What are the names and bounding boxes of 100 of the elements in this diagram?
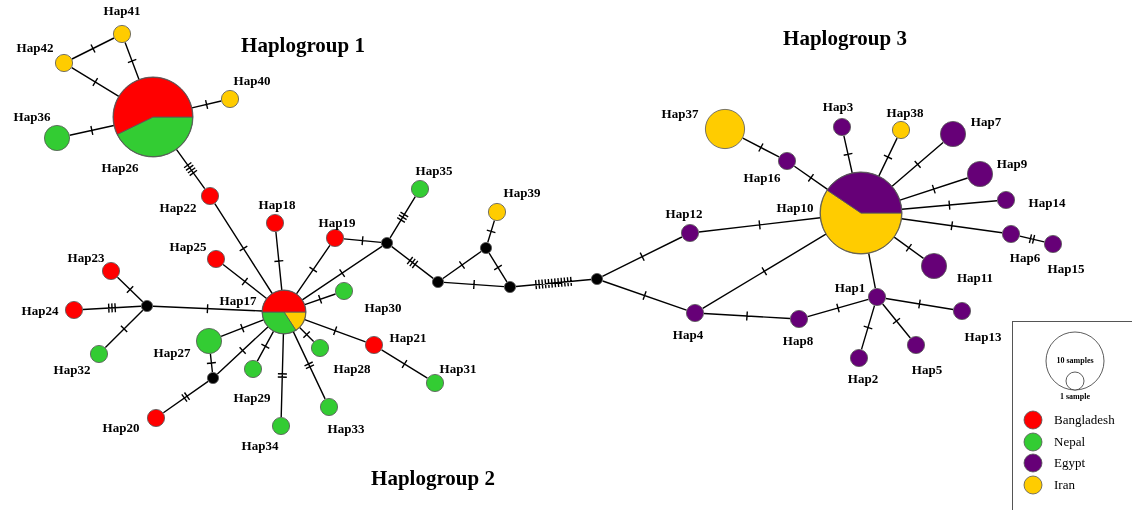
median-vector-dot: [479, 241, 493, 255]
haplotype-pie: [819, 171, 903, 255]
haplotype-label: Hap37: [661, 106, 699, 120]
haplotype-circle: [685, 303, 705, 323]
haplotype-label: Hap12: [665, 206, 703, 220]
haplotype-circle: [364, 335, 384, 355]
haplotype-circle: [112, 24, 132, 44]
network-link: [793, 165, 829, 191]
haplotype-label: Hap24: [21, 303, 59, 317]
haplotype-circle: [334, 281, 354, 301]
haplotype-label: Hap18: [258, 197, 296, 211]
haplotype-circle: [487, 202, 507, 222]
haplotype-label: Hap8: [782, 333, 814, 347]
haplotype-label: Hap20: [102, 420, 140, 434]
network-link: [899, 177, 969, 201]
network-link: [292, 331, 326, 400]
network-link: [277, 333, 288, 418]
median-vector-dot: [431, 275, 445, 289]
haplotype-circle: [243, 359, 263, 379]
network-link: [601, 236, 683, 277]
haplotype-label: Hap41: [103, 3, 141, 17]
haplotype-circle: [704, 108, 746, 150]
network-link: [742, 137, 780, 158]
haplotype-label: Hap34: [241, 438, 279, 452]
network-link: [273, 231, 284, 291]
haplotype-circle: [195, 327, 223, 355]
haplotype-label: Hap13: [964, 329, 1002, 343]
network-link: [843, 135, 854, 174]
network-link: [868, 252, 876, 289]
haplotype-label: Hap7: [970, 114, 1002, 128]
network-link: [702, 233, 827, 310]
haplotype-label: Hap38: [886, 105, 924, 119]
haplotype-label: Hap29: [233, 390, 271, 404]
haplotype-circle: [777, 151, 797, 171]
group-heading: Haplogroup 3: [783, 27, 907, 49]
haplotype-circle: [891, 120, 911, 140]
haplotype-circle: [89, 344, 109, 364]
network-link: [488, 252, 508, 283]
network-link: [343, 235, 382, 246]
network-link: [298, 326, 315, 343]
haplotype-circle: [1001, 224, 1021, 244]
haplotype-circle: [939, 120, 967, 148]
haplotype-circle: [996, 190, 1016, 210]
haplotype-label: Hap35: [415, 163, 453, 177]
network-link: [71, 37, 115, 60]
haplotype-circle: [220, 89, 240, 109]
haplotype-circle: [680, 223, 700, 243]
network-link: [256, 330, 275, 362]
haplotype-label: Hap19: [318, 215, 356, 229]
network-link: [391, 245, 434, 280]
haplotype-label: Hap27: [153, 345, 191, 359]
legend-label: Iran: [1054, 477, 1075, 494]
median-vector-dot: [206, 371, 220, 385]
haplotype-circle: [310, 338, 330, 358]
haplotype-pie: [261, 289, 307, 335]
network-link: [220, 319, 265, 337]
haplotype-label: Hap30: [364, 300, 402, 314]
haplotype-circle: [64, 300, 84, 320]
network-link: [82, 302, 142, 314]
haplotype-circle: [43, 124, 71, 152]
haplotype-label: Hap42: [16, 40, 54, 54]
haplotype-pie: [112, 76, 194, 158]
network-link: [860, 304, 876, 351]
network-link: [214, 202, 273, 295]
network-link: [295, 244, 331, 295]
haplotype-label: Hap31: [439, 361, 477, 375]
haplotype-circle: [271, 416, 291, 436]
network-link: [807, 298, 869, 318]
haplotype-label: Hap3: [822, 99, 854, 113]
scale-label: 10 samples: [1056, 357, 1094, 365]
network-link: [69, 124, 115, 136]
network-link: [703, 310, 791, 322]
network-link: [1019, 233, 1045, 245]
network-link: [191, 99, 222, 110]
network-link: [304, 318, 367, 343]
haplotype-circle: [410, 179, 430, 199]
group-heading: Haplogroup 1: [241, 34, 365, 56]
haplotype-label: Hap5: [911, 362, 943, 376]
median-vector-dot: [590, 272, 604, 286]
haplotype-circle: [920, 252, 948, 280]
haplotype-circle: [1043, 234, 1063, 254]
haplotype-label: Hap14: [1028, 195, 1066, 209]
haplotype-circle: [54, 53, 74, 73]
haplotype-circle: [265, 213, 285, 233]
haplotype-label: Hap21: [389, 330, 427, 344]
network-link: [389, 196, 416, 239]
network-link: [878, 137, 898, 177]
network-link: [442, 250, 482, 280]
legend-label: Nepal: [1054, 433, 1086, 450]
haplotype-circle: [146, 408, 166, 428]
network-link: [104, 309, 144, 349]
haplotype-label: Hap25: [169, 239, 207, 253]
haplotype-circle: [319, 397, 339, 417]
network-link: [116, 276, 144, 303]
haplotype-label: Hap4: [672, 327, 704, 341]
haplotype-label: Hap23: [67, 250, 105, 264]
haplotype-label: Hap28: [333, 361, 371, 375]
median-vector-dot: [140, 299, 154, 313]
haplotype-circle: [966, 160, 994, 188]
haplotype-label: Hap16: [743, 170, 781, 184]
